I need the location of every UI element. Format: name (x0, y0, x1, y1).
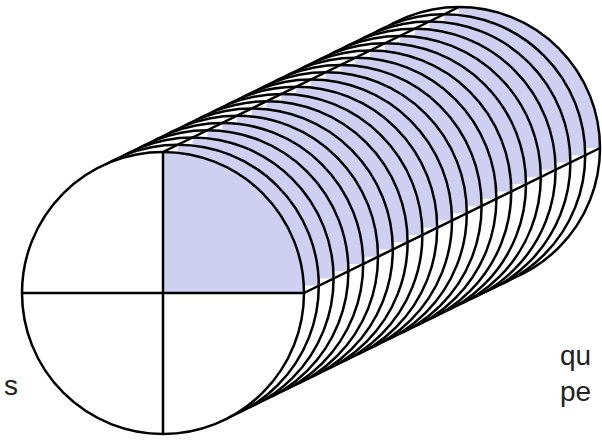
cross-line (162, 152, 165, 434)
disk-stack (22, 7, 600, 434)
edge-line (304, 148, 600, 293)
shaded-quadrant (163, 152, 304, 293)
cut-text-label: s (4, 372, 18, 400)
edge-line (163, 7, 459, 152)
cut-text-label: qu (560, 342, 591, 370)
disk-outline (22, 152, 304, 434)
disk-face (22, 152, 304, 434)
cut-text-label: pe (560, 378, 591, 406)
